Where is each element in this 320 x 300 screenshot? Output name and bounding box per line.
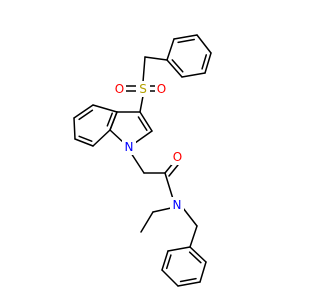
n1-c7a-bond: [109, 129, 125, 144]
bottom-phenyl-bond-4: [161, 250, 169, 271]
bottom-phenyl-bond-4-inner: [165, 254, 172, 270]
bottom-phenyl-bond-2-inner: [179, 277, 197, 283]
carbonyl-double-2: [168, 164, 179, 177]
indole-benzene-bond-4: [92, 129, 111, 147]
bottom-phenyl-bond-0-inner: [188, 251, 202, 264]
benzyl-ch2-bond: [144, 56, 168, 61]
indole-benzene-bond-5: [109, 111, 118, 131]
top-phenyl-bond-1: [196, 34, 212, 54]
top-phenyl-bond-4-inner: [171, 59, 184, 73]
n-benzyl-ch2-bond: [182, 207, 198, 227]
sulfur-c3-bond: [139, 95, 144, 113]
bond-layer: [73, 34, 212, 287]
c2-n1-bond: [134, 130, 153, 144]
indole-benzene-bond-5-inner: [106, 112, 113, 127]
top-phenyl-bond-0: [173, 34, 198, 40]
top-phenyl-bond-3: [181, 72, 206, 78]
indole-nitrogen-label-bg: [122, 139, 136, 155]
bottom-phenyl-bond-1: [199, 261, 207, 283]
amide-nitrogen-label-bg: [170, 197, 184, 213]
amide-nitrogen-label: N: [173, 198, 182, 212]
n1-ch2-bond: [130, 152, 145, 174]
indole-benzene-bond-3: [74, 138, 94, 147]
sulfur-label: S: [139, 82, 147, 96]
indole-benzene-bond-1: [73, 104, 94, 119]
bottom-phenyl-bond-3: [161, 269, 179, 287]
c3-c2-bond: [139, 111, 153, 132]
top-phenyl-bond-2-inner: [201, 54, 208, 70]
n-ethyl-bond-2: [140, 211, 154, 233]
bottom-phenyl-bond-0: [189, 246, 207, 263]
top-phenyl-bond-0-inner: [177, 38, 195, 44]
indole-nitrogen-label: N: [125, 140, 134, 154]
indole-benzene-bond-3-inner: [78, 135, 93, 142]
molecule-structure: S O O N N O: [73, 34, 212, 287]
indole-benzene-bond-2: [73, 117, 76, 140]
top-phenyl-bond-5: [166, 38, 175, 61]
sulfonyl-oxygen-a-label: O: [115, 82, 124, 96]
c3-c2-bond-inner: [137, 116, 148, 132]
carbonyl-oxygen-label-bg: [171, 149, 184, 165]
n-ethyl-bond-1: [152, 207, 172, 213]
sulfonyl-oxygen-a-label-bg: [113, 81, 126, 97]
indole-benzene-bond-1-inner: [78, 109, 94, 121]
carbonyl-amide-n-bond: [164, 172, 174, 200]
benzyl-ch2-ring-bond: [189, 225, 198, 248]
bottom-phenyl-bond-2: [177, 281, 201, 287]
sulfur-label-bg: [136, 81, 150, 97]
atom-label-layer: S O O N N O: [113, 81, 184, 213]
top-phenyl-bond-4: [166, 59, 183, 78]
ch2-sulfur-bond: [142, 56, 146, 83]
bottom-phenyl-bond-5: [167, 246, 191, 252]
top-phenyl-bond-2: [204, 52, 212, 74]
sulfonyl-oxygen-b-label-bg: [155, 81, 168, 97]
indole-benzene-bond-0: [92, 104, 118, 113]
carbonyl-oxygen-label: O: [173, 150, 182, 164]
sulfonyl-oxygen-b-label: O: [157, 82, 166, 96]
molecule-diagram: S O O N N O: [73, 34, 212, 287]
